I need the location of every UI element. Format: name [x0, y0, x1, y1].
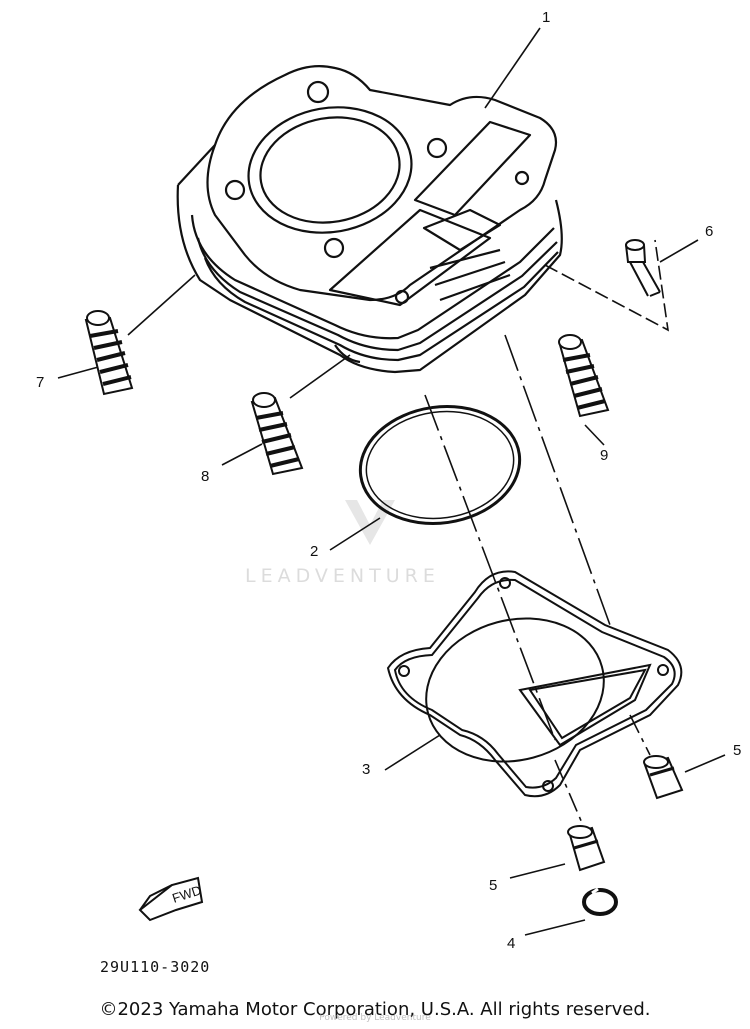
fwd-arrow-icon: FWD [138, 876, 204, 922]
callout-3: 3 [362, 761, 370, 778]
dowel-part-7 [84, 310, 134, 396]
callout-4: 4 [507, 935, 515, 952]
callout-5b: 5 [489, 877, 497, 894]
callout-6: 6 [705, 223, 713, 240]
callout-5a: 5 [733, 742, 741, 759]
callout-1: 1 [542, 9, 550, 26]
cylinder-part-1 [176, 65, 563, 374]
callout-7: 7 [36, 374, 44, 391]
dowel-pin-part-5b [567, 825, 606, 872]
o-ring-part-2 [358, 404, 522, 526]
callout-numbers: 1 2 3 4 5 5 6 7 8 9 [36, 9, 741, 952]
callout-2: 2 [310, 543, 318, 560]
callout-8: 8 [201, 468, 209, 485]
dowel-pin-part-5a [643, 755, 684, 800]
part-code: 29U110-3020 [100, 958, 211, 976]
clip-part-4 [582, 887, 618, 916]
footer-link[interactable]: Powered by Leadventure [319, 1013, 431, 1023]
watermark-text: LEADVENTURE [245, 565, 440, 587]
callout-9: 9 [600, 447, 608, 464]
dowel-part-8 [250, 392, 304, 476]
gasket-part-3 [386, 570, 683, 798]
copyright-notice: ©2023 Yamaha Motor Corporation, U.S.A. A… [99, 999, 651, 1020]
bolt-part-6 [625, 239, 661, 297]
watermark: LEADVENTURE [245, 500, 440, 587]
dowel-part-9 [558, 334, 610, 418]
leader-lines [57, 27, 726, 936]
